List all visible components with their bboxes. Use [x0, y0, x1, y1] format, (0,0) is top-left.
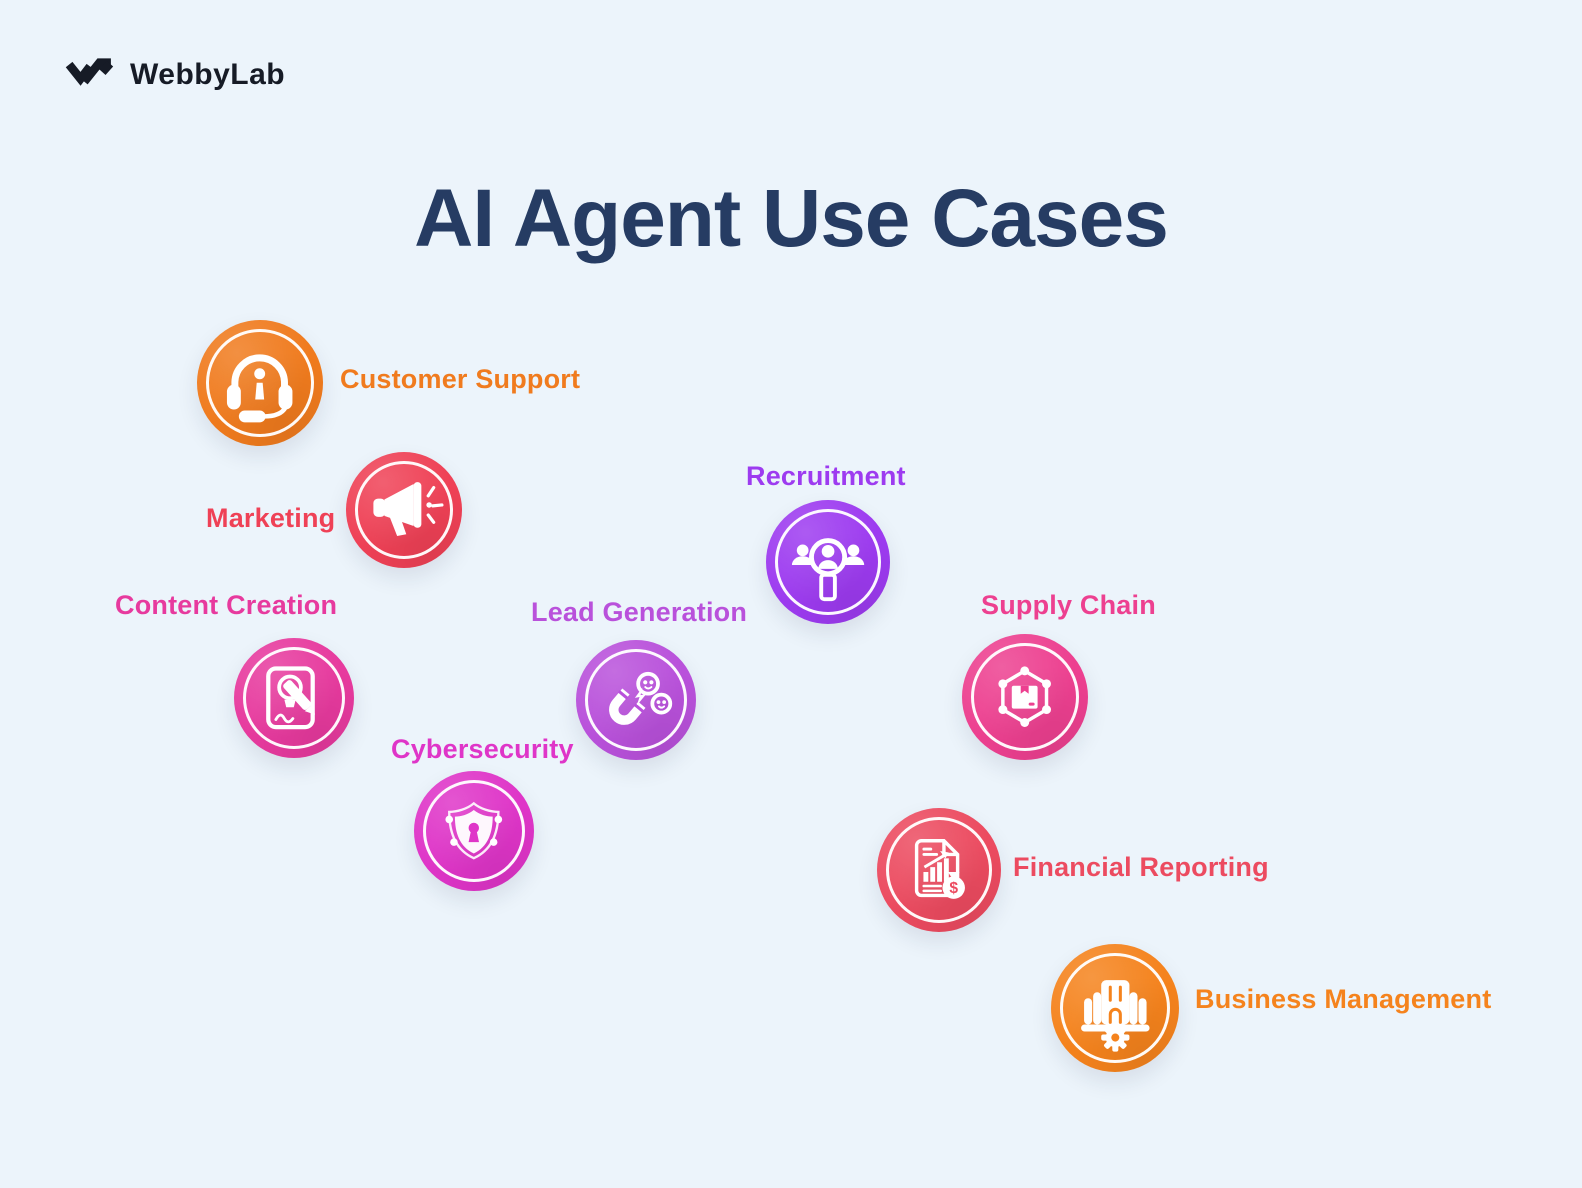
use-case-label: Cybersecurity — [391, 734, 574, 764]
use-case-label: Content Creation — [115, 590, 338, 620]
use-case-label: Customer Support — [340, 364, 581, 394]
marketing-circle — [346, 452, 462, 568]
use-case-label: Business Management — [1195, 984, 1492, 1014]
business-management-circle — [1051, 944, 1179, 1072]
building-gear-icon — [1080, 979, 1150, 1052]
content-creation-circle — [234, 638, 354, 758]
magnet-leads-icon — [609, 672, 673, 726]
recruitment-circle — [766, 500, 890, 624]
webbylab-logo-text: WebbyLab — [130, 58, 286, 91]
page-title: AI Agent Use Cases — [414, 173, 1169, 264]
headset-icon — [227, 354, 293, 423]
use-case-label: Financial Reporting — [1013, 852, 1269, 882]
dollar-sign: $ — [949, 880, 958, 897]
use-case-label: Marketing — [206, 503, 336, 533]
use-case-label: Supply Chain — [981, 590, 1156, 620]
webbylab-logo: WebbyLab — [64, 56, 285, 94]
package-network-icon — [998, 666, 1052, 728]
lead-generation-circle — [576, 640, 696, 760]
supply-chain-circle — [962, 634, 1088, 760]
customer-support-circle — [197, 320, 323, 446]
shield-keyhole-icon — [445, 802, 503, 860]
use-case-label: Lead Generation — [531, 597, 748, 627]
cybersecurity-circle — [414, 771, 534, 891]
document-lightbulb-pencil-icon — [266, 666, 316, 730]
megaphone-icon — [373, 482, 444, 537]
webbylab-logo-mark — [65, 58, 114, 86]
report-money-bag-icon: $ — [914, 838, 965, 899]
financial-reporting-circle: $ — [877, 808, 1001, 932]
use-case-label: Recruitment — [746, 461, 906, 491]
people-magnifier-icon — [791, 538, 865, 602]
